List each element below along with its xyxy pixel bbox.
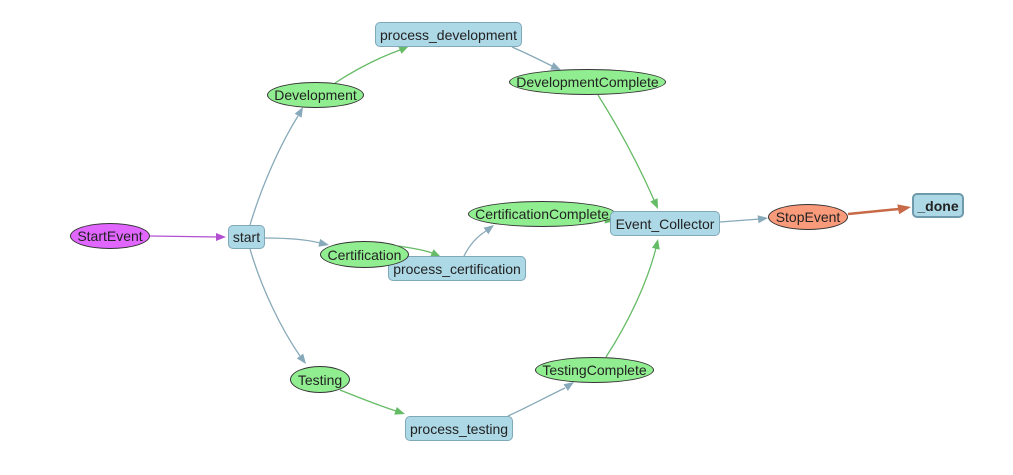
edge-process-certification-to-certification-complete	[463, 230, 487, 257]
edge-start-to-testing	[249, 248, 301, 357]
edge-process-testing-to-testing-complete	[507, 387, 566, 417]
edge-start-to-development-arrowhead	[294, 107, 303, 118]
node-testing: Testing	[290, 366, 350, 393]
edge-start-to-certification	[264, 237, 321, 244]
edge-testing-to-process-testing-arrowhead	[394, 407, 405, 415]
edge-testing-complete-to-event-collector-arrowhead	[651, 239, 660, 250]
edge-development-complete-to-event-collector-arrowhead	[650, 198, 658, 209]
edge-start-event-to-start-arrowhead	[216, 233, 226, 241]
edge-process-testing-to-testing-complete-arrowhead	[563, 382, 574, 391]
node-stop-event: StopEvent	[768, 204, 848, 230]
edge-stop-event-to-done-arrowhead	[897, 204, 911, 215]
edge-development-to-process-development-arrowhead	[398, 46, 409, 54]
edge-start-to-testing-arrowhead	[296, 353, 306, 364]
node-testing-complete: TestingComplete	[535, 357, 654, 383]
edge-testing-complete-to-event-collector	[605, 247, 657, 358]
node-event-collector: Event_Collector	[610, 211, 720, 236]
edge-certification-to-process-certification-arrowhead	[430, 249, 441, 257]
node-certification-complete: CertificationComplete	[468, 201, 616, 227]
edge-event-collector-to-stop-event-arrowhead	[757, 215, 768, 224]
edge-development-to-process-development	[334, 49, 401, 84]
node-start-event: StartEvent	[70, 223, 150, 249]
node-development: Development	[267, 82, 364, 108]
edge-stop-event-to-done	[847, 207, 901, 216]
edge-start-to-development	[249, 115, 299, 226]
edge-process-development-to-development-complete	[511, 46, 553, 67]
node-process-development: process_development	[375, 22, 522, 47]
node-process-certification: process_certification	[388, 256, 526, 281]
edge-testing-to-process-testing	[339, 389, 397, 412]
edge-development-complete-to-event-collector	[597, 94, 655, 201]
edge-start-event-to-start	[149, 235, 219, 238]
node-done: _done	[912, 193, 964, 218]
edge-event-collector-to-stop-event	[719, 218, 761, 223]
edge-process-development-to-development-complete-arrowhead	[550, 62, 561, 70]
node-start: start	[228, 225, 265, 249]
edge-process-certification-to-certification-complete-arrowhead	[483, 225, 494, 235]
edge-start-to-certification-arrowhead	[318, 238, 329, 247]
node-process-testing: process_testing	[405, 416, 513, 441]
node-certification: Certification	[320, 241, 409, 268]
node-development-complete: DevelopmentComplete	[509, 69, 666, 95]
